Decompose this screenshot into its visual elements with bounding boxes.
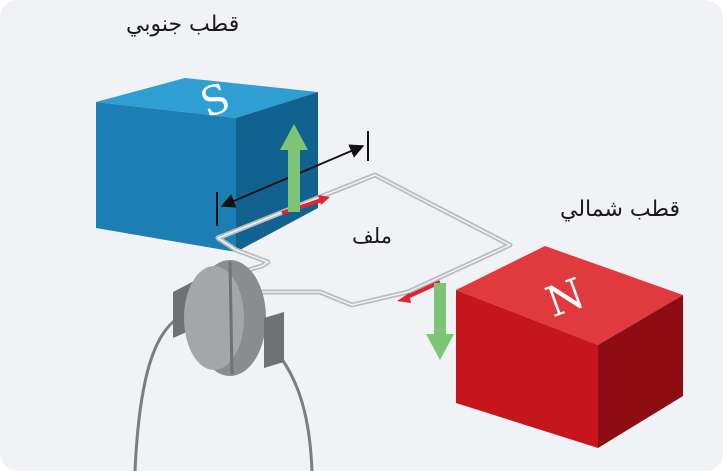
commutator [173,260,284,376]
north-magnet-side [598,295,683,448]
south-magnet: S [96,75,318,252]
south-pole-label: قطب جنوبي [126,12,240,37]
north-pole-label: قطب شمالي [560,197,681,222]
south-magnet-side [96,102,236,252]
force-arrow-up [280,124,308,212]
south-magnet-top [96,78,318,118]
force-arrow-down [426,283,454,360]
north-magnet-top [456,246,683,345]
current-arrow-bottom-head [397,293,411,303]
north-magnet: N [456,246,683,448]
coil-label: ملف [352,224,392,248]
north-magnet-front [456,290,598,448]
